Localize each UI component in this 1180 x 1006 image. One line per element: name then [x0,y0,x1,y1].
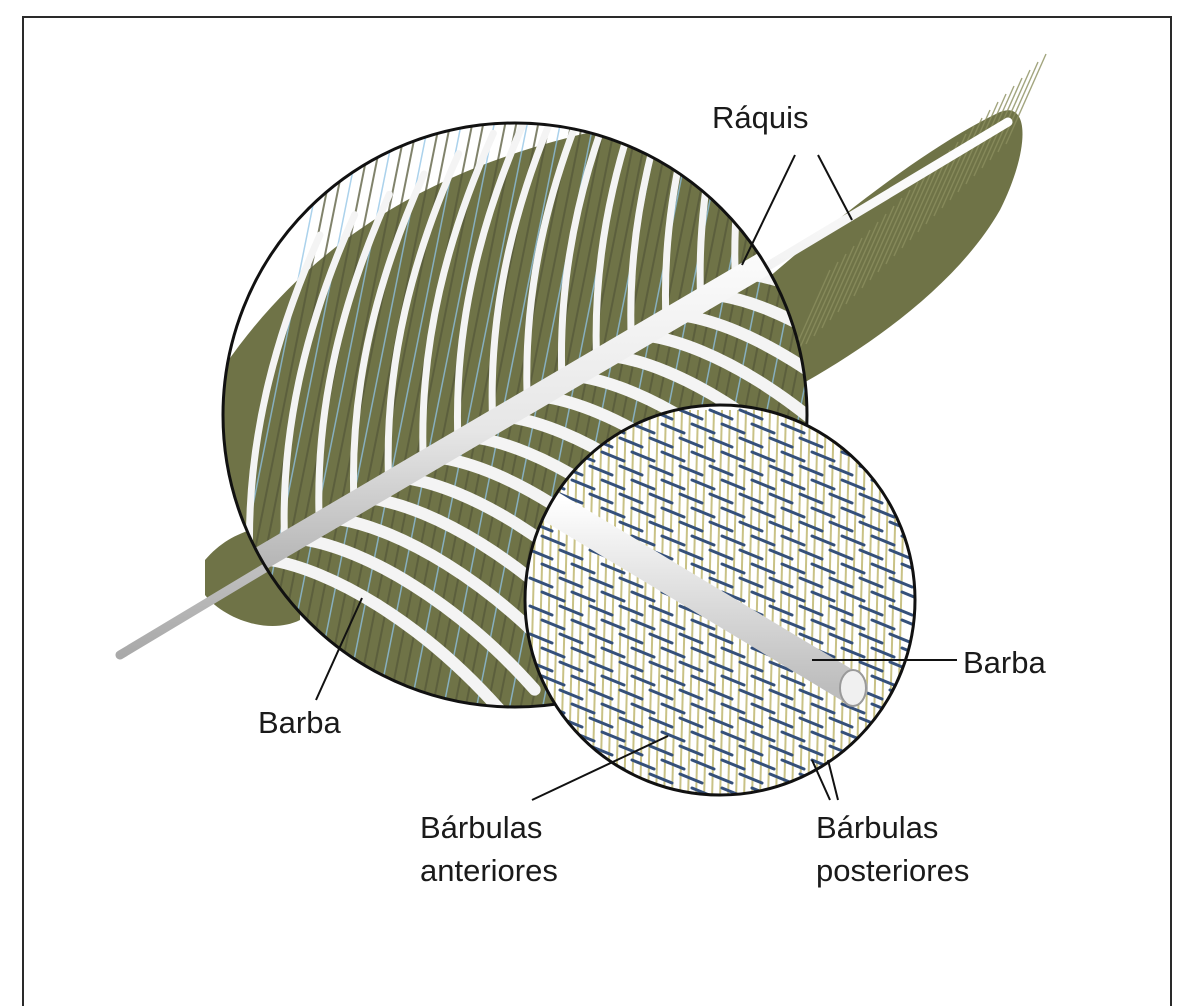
leader-barbulas-posteriores-2 [828,760,838,800]
barbule-anterior [920,578,942,587]
barbule-anterior [890,718,912,727]
barbule-anterior [932,620,954,629]
barbule-anterior [632,788,654,797]
barbule-anterior [842,788,864,797]
barbule-anterior [860,410,882,419]
barbule-anterior [932,564,954,573]
barbule-anterior [920,494,942,503]
label-raquis: Ráquis [712,98,809,138]
barbule-anterior [902,760,924,769]
barbule-anterior [542,760,564,769]
barbule-anterior [920,662,942,671]
barbule-anterior [530,718,552,727]
barbule-anterior [890,774,912,783]
barbule-anterior [890,746,912,755]
barbule-anterior [920,438,942,447]
barbule-anterior [890,410,912,419]
barbule-anterior [920,410,942,419]
barbule-anterior [920,690,942,699]
barbule-anterior [902,732,924,741]
barbule-anterior [812,788,834,797]
barbule-anterior [932,760,954,769]
barbule-anterior [932,788,954,797]
barbule-anterior [782,788,804,797]
label-barbulas-anteriores-2: anteriores [420,851,558,891]
barbule-anterior [932,424,954,433]
barbule-anterior [932,508,954,517]
barbule-anterior [932,452,954,461]
barbule-anterior [920,606,942,615]
barbule-anterior [920,746,942,755]
barbule-anterior [830,410,852,419]
barbule-anterior [542,732,564,741]
barbule-anterior [902,480,924,489]
barbule-anterior [902,508,924,517]
barbule-anterior [872,424,894,433]
barbule-anterior [920,522,942,531]
barbule-anterior [902,452,924,461]
barbule-anterior [932,648,954,657]
barbule-anterior [872,788,894,797]
label-barbulas-anteriores-1: Bárbulas [420,808,542,848]
label-barba-left: Barba [258,703,341,743]
barbule-anterior [590,774,612,783]
barbule-anterior [920,634,942,643]
barbule-anterior [932,732,954,741]
barbule-anterior [572,788,594,797]
label-barbulas-posteriores-2: posteriores [816,851,969,891]
barbule-anterior [842,760,864,769]
barbule-anterior [902,788,924,797]
barbule-anterior [872,452,894,461]
barbule-anterior [902,424,924,433]
barbule-anterior [920,466,942,475]
barbule-anterior [872,760,894,769]
barbule-anterior [932,536,954,545]
barbule-anterior [932,704,954,713]
barbule-anterior [920,774,942,783]
barbule-anterior [890,438,912,447]
barbule-anterior [890,466,912,475]
barbule-anterior [920,718,942,727]
barbule-anterior [560,746,582,755]
barbule-anterior [860,746,882,755]
leader-raquis-1 [742,155,795,265]
barbule-anterior [602,788,624,797]
barbule-anterior [872,732,894,741]
barbule-anterior [890,494,912,503]
barbule-anterior [932,592,954,601]
label-barbulas-posteriores-1: Bárbulas [816,808,938,848]
barbule-anterior [860,438,882,447]
leader-raquis-2 [818,155,852,220]
barb-cross-section [840,670,866,706]
barbule-anterior [530,746,552,755]
barbule-anterior [902,676,924,685]
barbule-anterior [932,676,954,685]
barbule-anterior [902,704,924,713]
barbule-anterior [572,760,594,769]
barbule-anterior [920,550,942,559]
barbule-anterior [530,774,552,783]
barbule-anterior [932,480,954,489]
barbule-anterior [860,774,882,783]
label-barba-right: Barba [963,643,1046,683]
barbule-anterior [842,424,864,433]
